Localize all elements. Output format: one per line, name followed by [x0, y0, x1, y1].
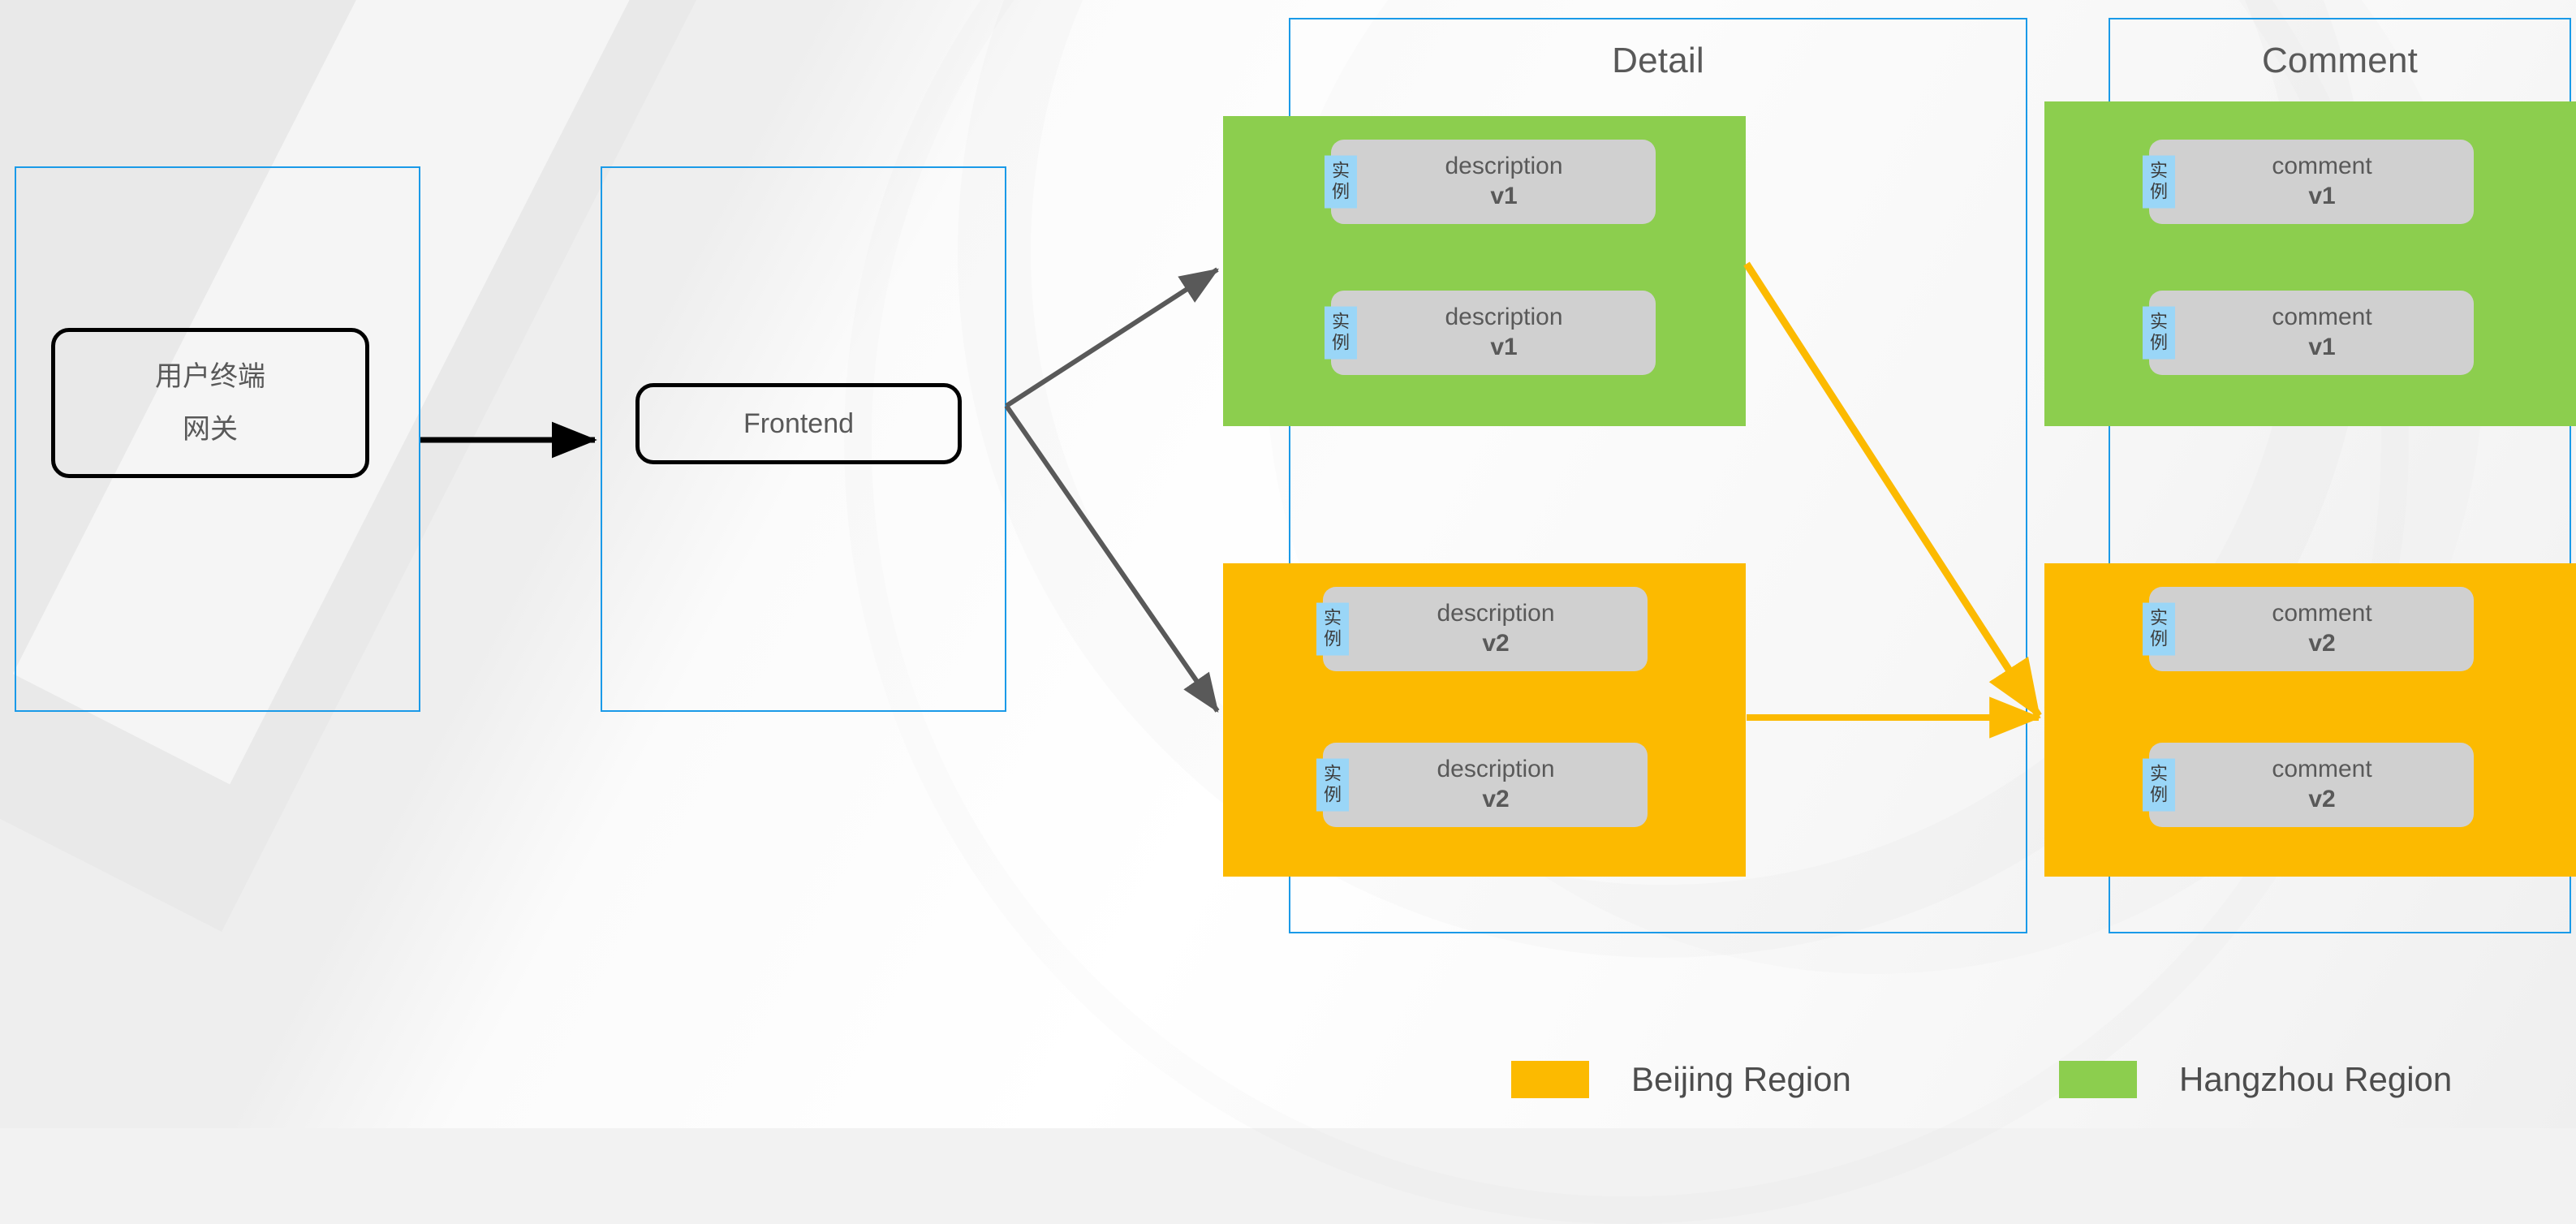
legend-swatch-beijing — [1511, 1061, 1589, 1098]
legend-swatch-hangzhou — [2059, 1061, 2137, 1098]
legend-label-hangzhou: Hangzhou Region — [2179, 1060, 2453, 1098]
legend-item-hangzhou-region[interactable]: Hangzhou Region — [2059, 1060, 2452, 1099]
legend-item-beijing-region[interactable]: Beijing Region — [1511, 1060, 1851, 1099]
legend-label-beijing: Beijing Region — [1631, 1060, 1851, 1098]
legend: Beijing Region Hangzhou Region — [1511, 1060, 2452, 1099]
